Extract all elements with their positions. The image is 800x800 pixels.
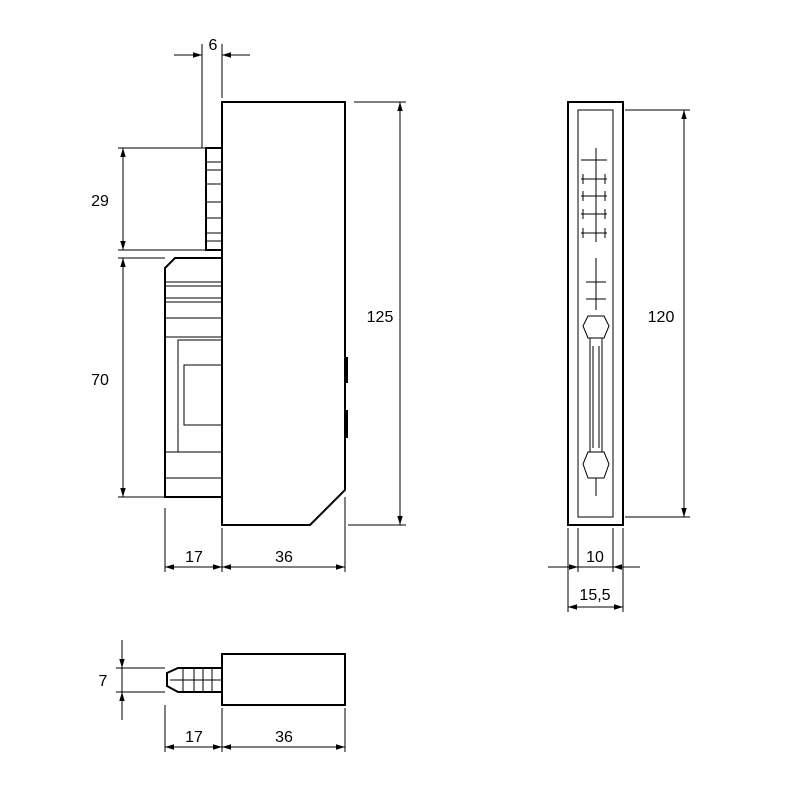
dim-label-6: 6 <box>209 37 218 54</box>
dim-label-70: 70 <box>91 372 109 389</box>
dim-label-120: 120 <box>648 309 675 326</box>
front-inner-frame <box>577 109 614 518</box>
side-latch-lower <box>345 410 348 438</box>
dim-label-29: 29 <box>91 193 109 210</box>
dim-label-17-bottom: 17 <box>185 729 203 746</box>
bottom-plug-ribs <box>170 668 222 692</box>
dim-label-36: 36 <box>275 549 293 566</box>
dim-label-10: 10 <box>586 549 604 566</box>
dim-label-15-5: 15,5 <box>579 587 610 604</box>
side-dimension-lines <box>120 52 403 570</box>
dim-label-7: 7 <box>99 673 108 690</box>
side-view: 6 29 70 125 17 36 <box>91 37 406 572</box>
side-lower-module <box>164 257 223 498</box>
bottom-view: 7 17 36 <box>99 640 346 752</box>
front-view: 120 10 15,5 <box>548 101 690 612</box>
side-latch-upper <box>345 357 348 383</box>
bottom-dimension-lines <box>119 640 345 750</box>
dim-label-36-bottom: 36 <box>275 729 293 746</box>
side-upper-plug <box>205 147 223 251</box>
side-main-body <box>221 101 346 526</box>
front-scale-marking <box>581 148 610 496</box>
dim-label-125: 125 <box>367 309 394 326</box>
front-dimension-lines <box>548 110 687 610</box>
bottom-main-body <box>221 653 346 706</box>
bottom-extension-lines <box>116 667 346 752</box>
dim-label-17: 17 <box>185 549 203 566</box>
